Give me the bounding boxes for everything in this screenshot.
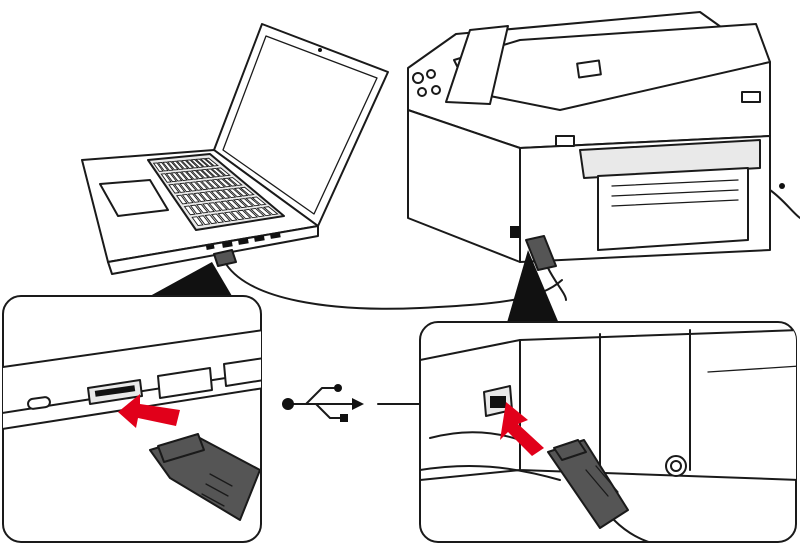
keyboard-key [243, 208, 259, 219]
keyboard-key [204, 191, 219, 201]
insert-arrow [118, 394, 180, 428]
keyboard-key [233, 187, 249, 197]
keyboard-key [166, 161, 179, 171]
keyboard-key [185, 159, 199, 169]
keyboard-key [193, 192, 207, 203]
keyboard-key [204, 214, 218, 225]
keyboard-key [239, 186, 255, 196]
keyboard-key [232, 198, 248, 209]
keyboard-key [180, 159, 194, 169]
keyboard-key [176, 160, 189, 170]
keyboard-key [171, 160, 184, 170]
keyboard-key [211, 178, 226, 188]
keyboard-key [170, 172, 183, 182]
keyboard-key [189, 181, 203, 191]
keyboard-key [210, 167, 226, 177]
control-panel [445, 25, 509, 105]
keyboard-key [244, 197, 261, 207]
keyboard-key [251, 196, 267, 206]
keyboard-key [190, 159, 204, 168]
keyboard-key [227, 188, 243, 198]
keyboard-key [216, 178, 232, 188]
keyboard-key [217, 212, 231, 223]
keyboard-key [223, 211, 238, 222]
laptop [81, 23, 389, 275]
keyboard-key [157, 162, 169, 172]
usb-b-plug [547, 439, 681, 542]
keyboard-key [227, 177, 243, 186]
printer-usb-port [510, 226, 520, 238]
usb-a-plug [149, 433, 261, 521]
keyboard-key [195, 180, 209, 191]
keyboard-key [214, 201, 228, 211]
keyboard-key [179, 182, 192, 193]
keyboard-key [160, 173, 172, 183]
keyboard-key [200, 169, 215, 178]
keyboard-key [168, 183, 180, 194]
keyboard [147, 153, 285, 231]
touchpad [99, 179, 169, 217]
keyboard-key [230, 210, 245, 221]
keyboard-key [208, 202, 222, 212]
keyboard-key [210, 213, 225, 224]
usb-cable [225, 263, 563, 310]
keyboard-key [195, 169, 210, 179]
keyboard-key [197, 215, 211, 226]
printer-callout-pointer [506, 250, 560, 326]
printer [407, 11, 800, 301]
keyboard-key [175, 171, 188, 181]
keyboard-key [226, 199, 241, 209]
keyboard-key [190, 170, 205, 180]
keyboard-key [185, 170, 199, 180]
keyboard-key [165, 172, 178, 183]
keyboard-key [262, 206, 279, 216]
keyboard-key [181, 193, 194, 204]
keyboard-key [204, 157, 219, 167]
keyboard-key [152, 162, 164, 172]
keyboard-key [222, 188, 237, 199]
keyboard-key [222, 177, 238, 187]
keyboard-key [206, 179, 220, 189]
keyboard-key [180, 171, 194, 181]
usb-icon [282, 384, 364, 422]
keyboard-key [199, 158, 214, 167]
keyboard-key [175, 194, 188, 205]
keyboard-key [200, 180, 215, 190]
laptop-ports [206, 232, 281, 250]
keyboard-key [199, 191, 213, 202]
keyboard-key [202, 203, 216, 213]
printer-port-inset [419, 321, 797, 543]
keyboard-key [173, 183, 186, 193]
keyboard-key [184, 182, 197, 192]
insert-arrow [500, 402, 544, 456]
keyboard-key [205, 168, 221, 178]
keyboard-key [191, 216, 204, 227]
keyboard-key [183, 205, 196, 216]
keyboard-key [162, 161, 174, 171]
laptop-callout-pointer [150, 262, 232, 296]
laptop-port-inset [2, 295, 262, 543]
keyboard-key [236, 209, 252, 220]
keyboard-key [215, 167, 231, 177]
keyboard-key [216, 189, 231, 199]
keyboard-key [210, 190, 225, 200]
keyboard-key [194, 158, 209, 168]
keyboard-key [256, 207, 272, 217]
keyboard-key [195, 203, 209, 214]
keyboard-key [187, 193, 200, 203]
keyboard-key [249, 207, 266, 218]
keyboard-key [220, 200, 235, 210]
keyboard-key [189, 204, 203, 215]
keyboard-key [238, 198, 254, 208]
